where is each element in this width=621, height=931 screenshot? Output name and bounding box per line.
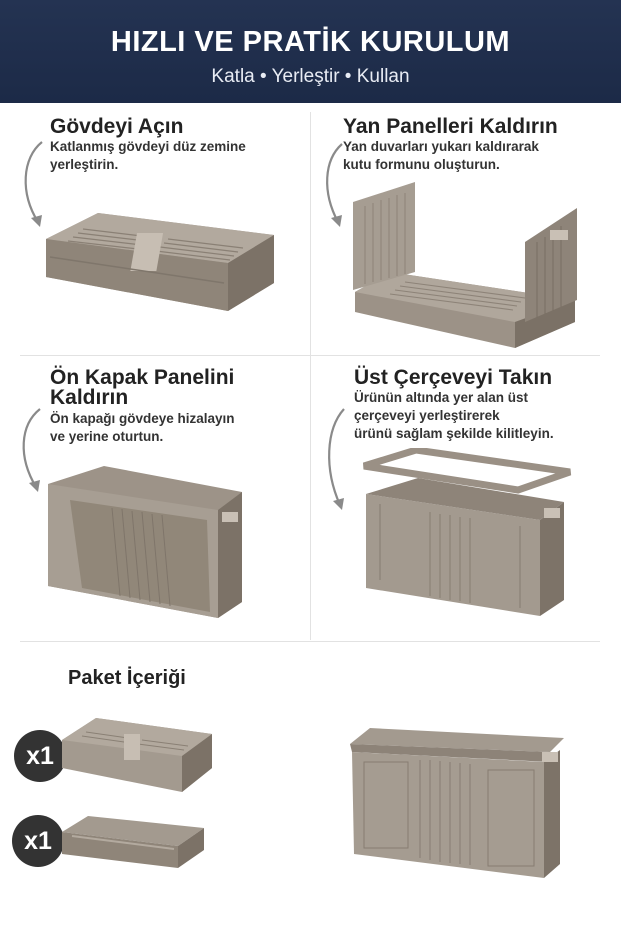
box-front-panel-image [48, 466, 242, 618]
grid-divider-bottom [20, 641, 600, 642]
box-top-frame-image [362, 448, 572, 616]
folded-box-icon [62, 718, 212, 792]
step3-title-line2: Kaldırın [50, 386, 129, 409]
step2-desc-line2: kutu formunu oluşturun. [343, 157, 500, 172]
step3-desc-line2: ve yerine oturtun. [50, 429, 164, 444]
step3-title: Ön Kapak Panelini Kaldırın [50, 366, 235, 409]
step4-title: Üst Çerçeveyi Takın [354, 366, 553, 389]
curved-arrow-icon [24, 141, 43, 227]
step4-desc-line1: Ürünün altında yer alan üst [354, 390, 529, 405]
curved-arrow-icon [328, 408, 345, 510]
quantity-badge: x1 [12, 815, 64, 867]
step1-title: Gövdeyi Açın [50, 115, 184, 138]
step4-desc: Ürünün altında yer alan üst çerçeveyi ye… [354, 389, 554, 443]
step1-desc: Katlanmış gövdeyi düz zemine yerleştirin… [50, 138, 246, 174]
quantity-badge: x1 [14, 730, 66, 782]
step1-desc-line1: Katlanmış gövdeyi düz zemine [50, 139, 246, 154]
grid-divider-vertical [310, 112, 311, 640]
step4-desc-line3: ürünü sağlam şekilde kilitleyin. [354, 426, 554, 441]
folded-box-image [46, 213, 274, 311]
step3-desc: Ön kapağı gövdeye hizalayın ve yerine ot… [50, 410, 235, 446]
curved-arrow-icon [22, 408, 41, 492]
curved-arrow-icon [326, 143, 343, 227]
step2-desc-line1: Yan duvarları yukarı kaldırarak [343, 139, 539, 154]
header-subtitle: Katla • Yerleştir • Kullan [211, 66, 410, 87]
assembled-box-image [350, 728, 564, 878]
step2-title: Yan Panelleri Kaldırın [343, 115, 558, 138]
step2-desc: Yan duvarları yukarı kaldırarak kutu for… [343, 138, 539, 174]
step1-desc-line2: yerleştirin. [50, 157, 119, 172]
step3-desc-line1: Ön kapağı gövdeye hizalayın [50, 411, 235, 426]
lid-frame-icon [62, 816, 204, 868]
package-title: Paket İçeriği [68, 667, 186, 689]
box-side-panels-image [353, 182, 577, 348]
header-title: HIZLI VE PRATİK KURULUM [110, 26, 511, 58]
grid-divider-middle [20, 355, 600, 356]
step3-title-line1: Ön Kapak Panelini [50, 366, 235, 389]
page-header: HIZLI VE PRATİK KURULUM Katla • Yerleşti… [0, 0, 621, 103]
step4-desc-line2: çerçeveyi yerleştirerek [354, 408, 500, 423]
